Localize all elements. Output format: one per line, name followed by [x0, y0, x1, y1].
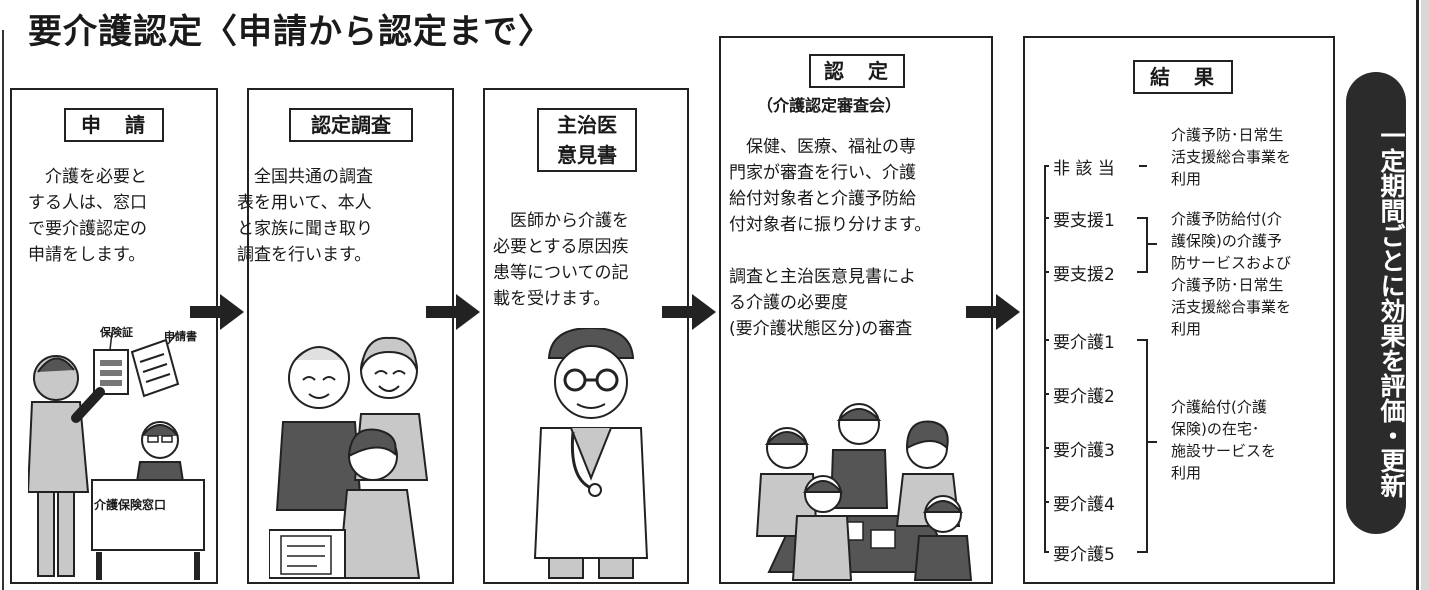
application-window-illustration	[28, 331, 205, 580]
result-level-support-2: 要支援2	[1053, 265, 1115, 285]
panel-application-heading: 申 請	[64, 108, 164, 142]
panel-doctor-opinion-heading: 主治医 意見書	[537, 108, 637, 172]
result-outcome-comprehensive-program: 介護予防･日常生 活支援総合事業を 利用	[1171, 126, 1292, 188]
panel-certification-subheading: （介護認定審査会）	[757, 96, 902, 115]
panel-certification: 認 定 （介護認定審査会） 保健、医療、福祉の専 門家が審査を行い、介護 給付対…	[719, 36, 993, 584]
flow-arrow-3	[662, 294, 716, 330]
page-border-right	[1416, 0, 1419, 590]
panel-doctor-opinion: 主治医 意見書 医師から介護を 必要とする原因疾 患等についての記 載を受けます…	[483, 88, 689, 584]
result-level-care-3: 要介護3	[1053, 441, 1115, 461]
review-committee-illustration	[755, 403, 973, 581]
periodic-review-pill	[1346, 72, 1406, 534]
survey-interview-illustration	[269, 336, 429, 579]
result-level-care-4: 要介護4	[1053, 495, 1115, 515]
panel-certification-heading: 認 定	[809, 54, 905, 88]
scrollbar-track[interactable]	[1421, 0, 1429, 590]
panel-survey: 認定調査 全国共通の調査 表を用いて、本人 と家族に聞き取り 調査を行います。	[237, 88, 454, 584]
panel-result: 結 果 非 該 当 要支援1 要支援2 要介護1 要介護2 要介護3 要介護4 …	[1023, 36, 1335, 584]
periodic-review-label: 一定期間ごとに効果を評価・更新	[1377, 122, 1406, 498]
insurance-window-sign: 介護保険窓口	[94, 498, 167, 512]
panel-certification-text: 保健、医療、福祉の専 門家が審査を行い、介護 給付対象者と介護予防給 付対象者に…	[729, 137, 932, 235]
panel-doctor-opinion-text: 医師から介護を 必要とする原因疾 患等についての記 載を受けます。	[493, 211, 629, 309]
result-level-care-5: 要介護5	[1053, 545, 1115, 565]
panel-survey-text: 全国共通の調査 表を用いて、本人 と家族に聞き取り 調査を行います。	[237, 167, 373, 265]
panel-application: 申 請 介護を必要と する人は、窓口 で要介護認定の 申請をします。 保険証 申…	[10, 88, 218, 584]
result-bracket-lines	[1044, 165, 1157, 553]
result-outcome-care-benefits: 介護給付(介護 保険)の在宅･ 施設サービスを 利用	[1171, 398, 1277, 482]
flow-arrow-2	[426, 294, 480, 330]
result-level-support-1: 要支援1	[1053, 211, 1115, 231]
flow-arrow-4	[966, 294, 1020, 330]
application-form-label: 申請書	[164, 330, 197, 343]
panel-survey-heading: 認定調査	[289, 108, 413, 142]
result-level-not-applicable: 非 該 当	[1053, 159, 1115, 179]
result-level-care-2: 要介護2	[1053, 387, 1115, 407]
page-border-left	[2, 30, 4, 590]
result-outcome-preventive-benefits: 介護予防給付(介 護保険)の介護予 防サービスおよび 介護予防･日常生 活支援総…	[1171, 210, 1292, 338]
insurance-card-label: 保険証	[100, 326, 133, 339]
panel-application-text: 介護を必要と する人は、窓口 で要介護認定の 申請をします。	[28, 167, 147, 265]
panel-certification-text-review: 調査と主治医意見書によ る介護の必要度 (要介護状態区分)の審査	[729, 267, 916, 339]
result-level-care-1: 要介護1	[1053, 333, 1115, 353]
page-title: 要介護認定〈申請から認定まで〉	[28, 12, 553, 52]
panel-result-heading: 結 果	[1133, 60, 1233, 94]
doctor-illustration	[533, 328, 649, 579]
flow-arrow-1	[190, 294, 244, 330]
